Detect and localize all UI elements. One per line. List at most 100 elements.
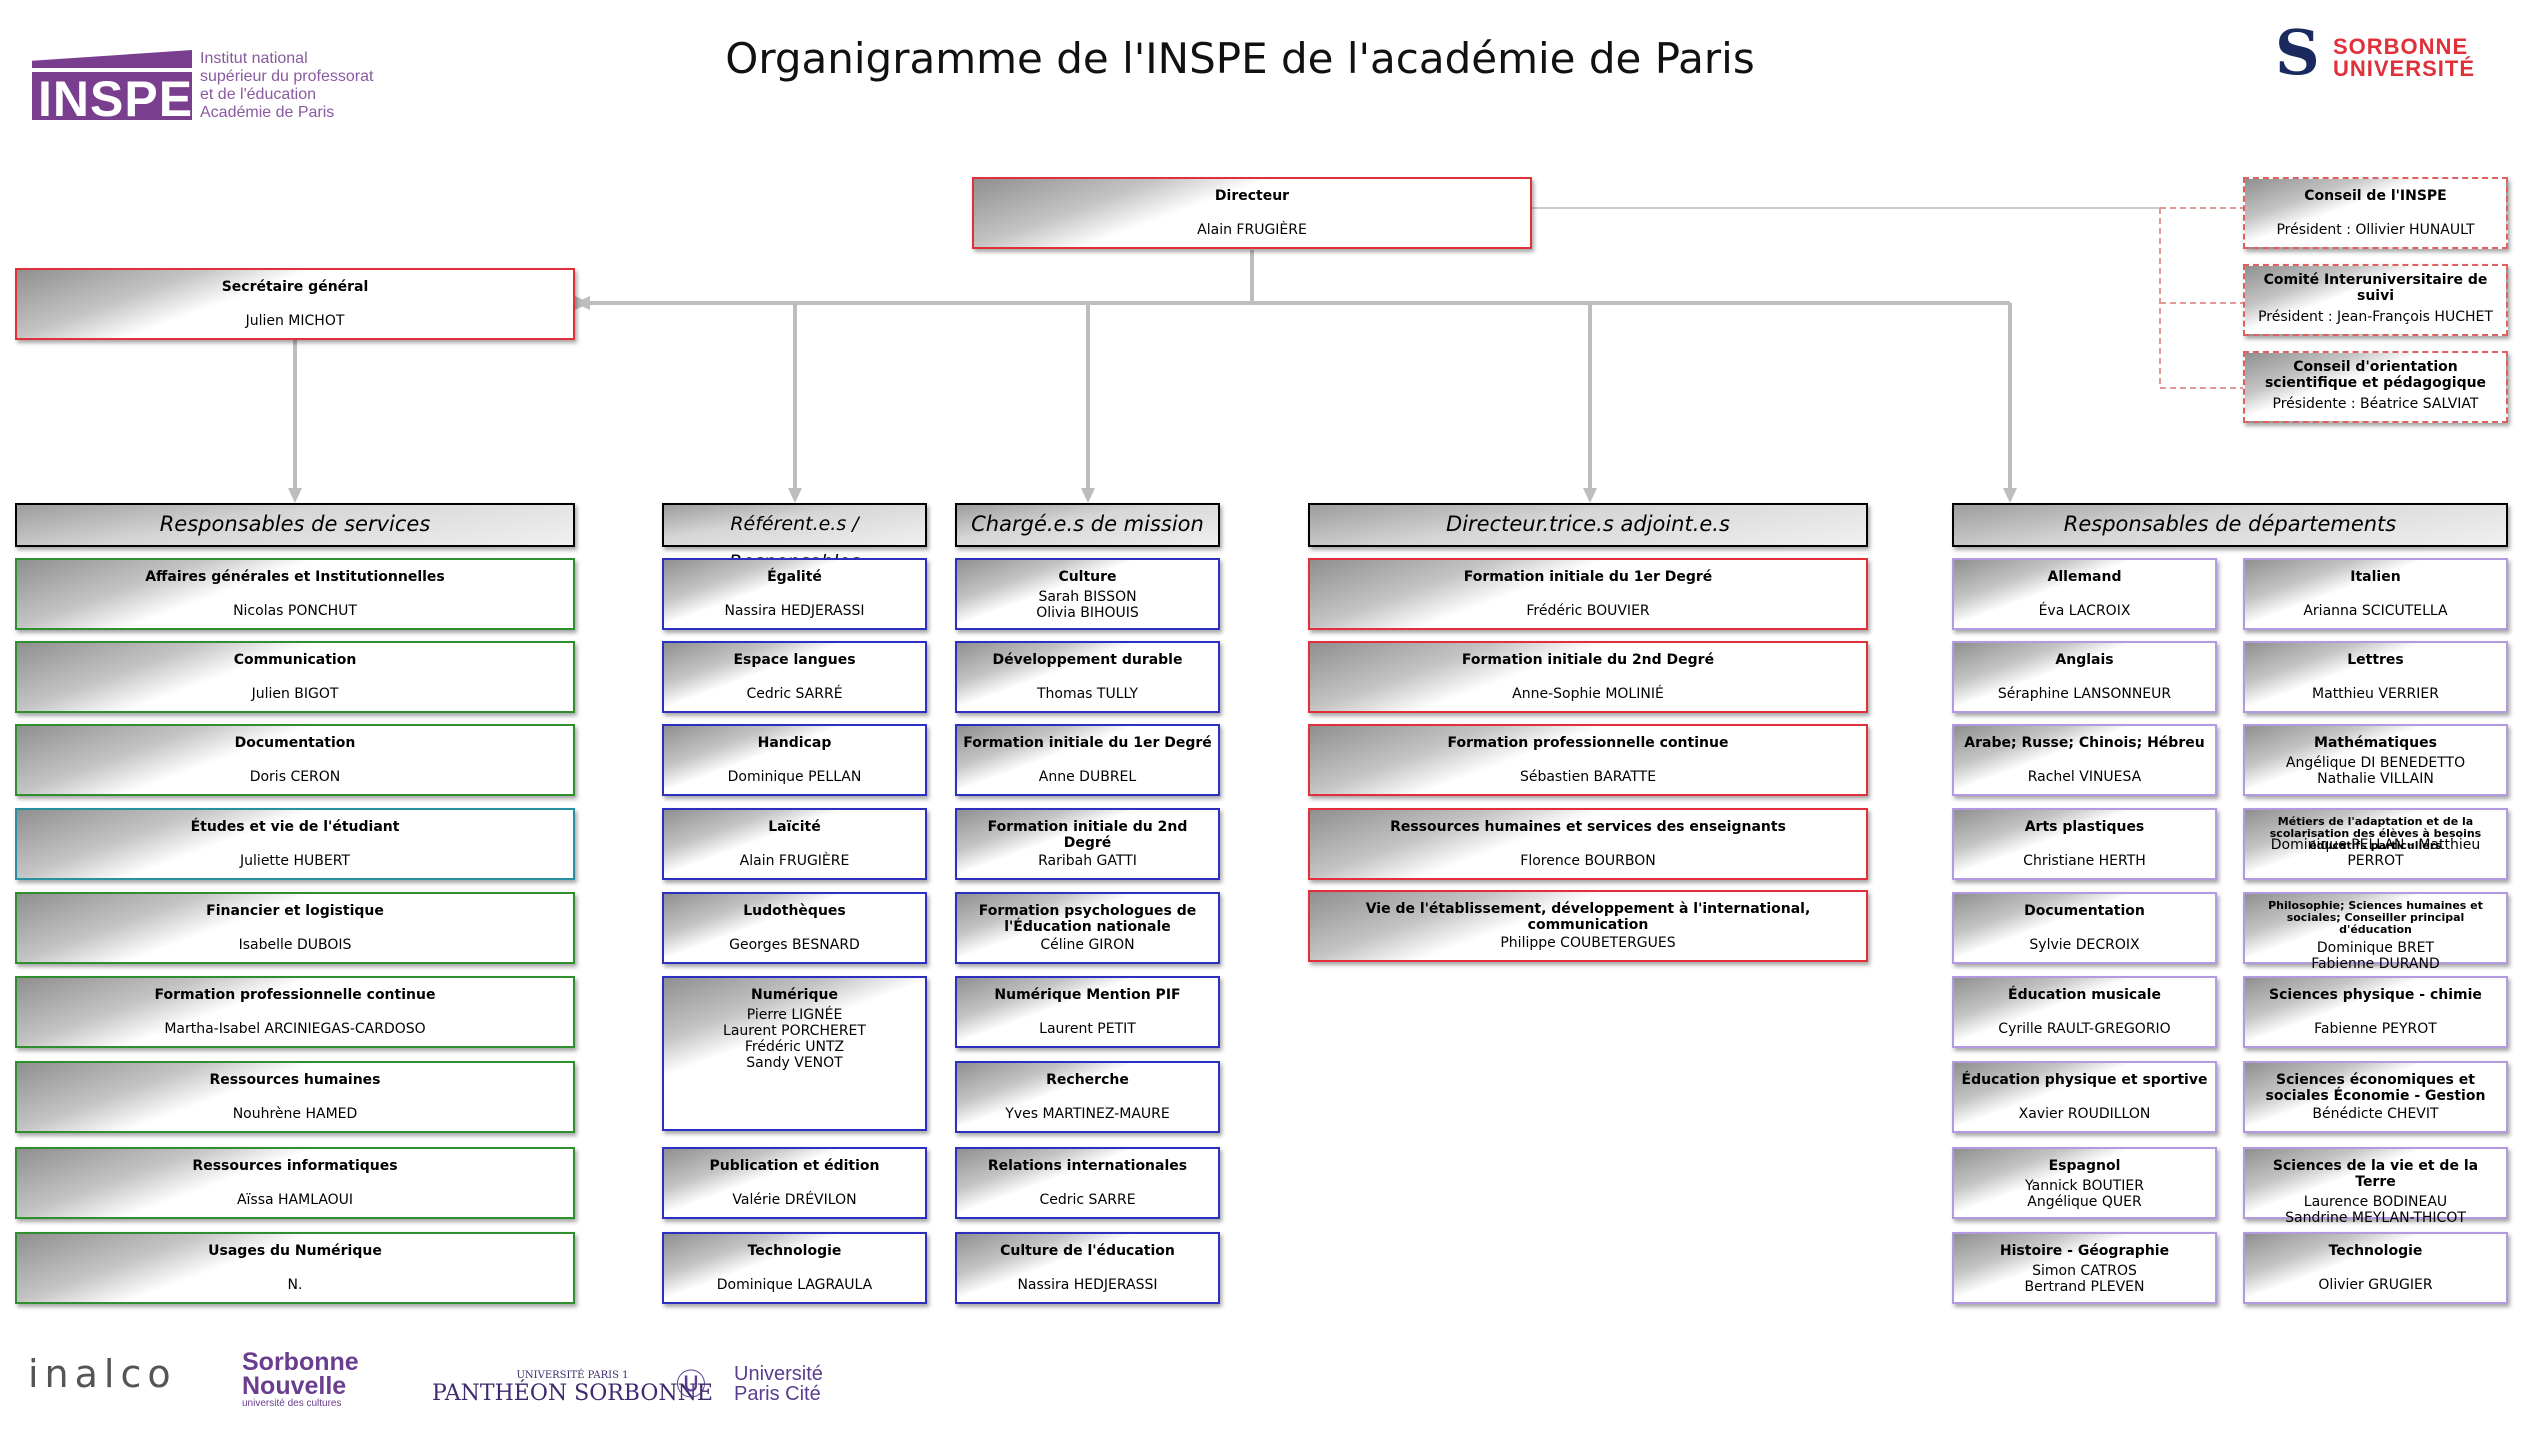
- council-president: Président : Jean-François HUCHET: [2258, 309, 2493, 325]
- org-box-title: Financier et logistique: [206, 903, 384, 919]
- org-box-name: Isabelle DUBOIS: [238, 937, 352, 953]
- upc-line: Paris Cité: [734, 1383, 821, 1405]
- director-box[interactable]: Directeur Alain FRUGIÈRE: [972, 177, 1532, 249]
- org-box-title: Usages du Numérique: [208, 1243, 382, 1259]
- header-missions: Chargé.e.s de mission: [955, 503, 1220, 547]
- org-box[interactable]: Ressources humaines et services des ense…: [1308, 808, 1868, 880]
- org-box-name: Éva LACROIX: [2038, 603, 2131, 619]
- council-box[interactable]: Conseil de l'INSPE Président : Ollivier …: [2243, 177, 2508, 249]
- sorbonne-logo-text: SORBONNE UNIVERSITÉ: [2333, 36, 2475, 80]
- org-box-title: Ludothèques: [743, 903, 846, 919]
- org-box-name: Nassira HEDJERASSI: [724, 603, 865, 619]
- org-box[interactable]: Vie de l'établissement, développement à …: [1308, 890, 1868, 962]
- header-departements: Responsables de départements: [1952, 503, 2508, 547]
- org-box-title: Technologie: [747, 1243, 842, 1259]
- council-president: Présidente : Béatrice SALVIAT: [2272, 396, 2479, 412]
- org-box-title: Documentation: [2024, 903, 2145, 919]
- org-box-name: Angélique DI BENEDETTO Nathalie VILLAIN: [2285, 755, 2466, 787]
- org-box-name: Nassira HEDJERASSI: [1017, 1277, 1158, 1293]
- page-title: Organigramme de l'INSPE de l'académie de…: [725, 34, 1755, 83]
- secretary-title: Secrétaire général: [221, 279, 369, 295]
- org-box[interactable]: Philosophie; Sciences humaines et social…: [2243, 892, 2508, 972]
- council-box[interactable]: Comité Interuniversitaire de suivi Prési…: [2243, 264, 2508, 336]
- org-box-name: Juliette HUBERT: [240, 853, 350, 869]
- upc-icon: Ⓤ: [676, 1369, 706, 1402]
- org-box-title: Ressources informatiques: [192, 1158, 398, 1174]
- org-box-title: Éducation musicale: [2008, 987, 2161, 1003]
- org-box-name: Sébastien BARATTE: [1519, 769, 1657, 785]
- org-box-name: Cedric SARRE: [1039, 1192, 1136, 1208]
- org-box-title: Espagnol: [2048, 1158, 2121, 1174]
- org-box-title: Communication: [233, 652, 357, 668]
- org-box[interactable]: Métiers de l'adaptation et de la scolari…: [2243, 808, 2508, 880]
- org-box-title: Études et vie de l'étudiant: [190, 819, 400, 835]
- org-box-title: Handicap: [757, 735, 832, 751]
- secretary-box[interactable]: Secrétaire général Julien MICHOT: [15, 268, 575, 340]
- org-box-title: Arabe; Russe; Chinois; Hébreu: [1964, 735, 2205, 751]
- org-box-title: Histoire - Géographie: [1999, 1243, 2170, 1259]
- org-box-name: Séraphine LANSONNEUR: [1997, 686, 2172, 702]
- org-box-title: Formation initiale du 2nd Degré: [987, 819, 1188, 851]
- org-box-title: Métiers de l'adaptation et de la scolari…: [2269, 815, 2482, 852]
- org-box-name: Anne DUBREL: [1038, 769, 1137, 785]
- org-box-name: Matthieu VERRIER: [2312, 686, 2439, 702]
- org-box-name: Rachel VINUESA: [2027, 769, 2142, 785]
- org-box-name: Simon CATROS Bertrand PLEVEN: [2024, 1263, 2145, 1295]
- inalco-logo: inalco: [28, 1352, 177, 1396]
- org-box[interactable]: Formation psychologues de l'Éducation na…: [955, 892, 1220, 964]
- org-box-title: Développement durable: [992, 652, 1183, 668]
- org-box-title: Vie de l'établissement, développement à …: [1365, 901, 1811, 933]
- sorbonne-nouvelle-line: Sorbonne: [242, 1348, 359, 1376]
- org-box-title: Ressources humaines et services des ense…: [1390, 819, 1786, 835]
- org-box-title: Mathématiques: [2314, 735, 2437, 751]
- org-box[interactable]: Sciences économiques et sociales Économi…: [2243, 1061, 2508, 1133]
- council-box[interactable]: Conseil d'orientation scientifique et pé…: [2243, 351, 2508, 423]
- org-box-name: Alain FRUGIÈRE: [739, 853, 850, 869]
- sorbonne-line: UNIVERSITÉ: [2333, 56, 2476, 81]
- secretary-name: Julien MICHOT: [245, 313, 345, 329]
